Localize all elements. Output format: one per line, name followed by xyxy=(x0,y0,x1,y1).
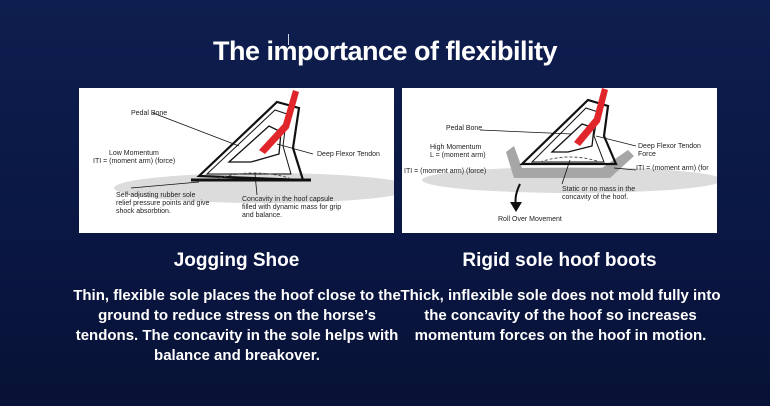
low-momentum-label: Low Momentum xyxy=(109,150,159,157)
rigid-boot-diagram: Pedal Bone High Momentum L = (moment arm… xyxy=(402,88,717,233)
pedal-bone-label: Pedal Bone xyxy=(446,125,483,132)
deep-flexor-tendon-label: Deep Flexor Tendon xyxy=(317,151,380,158)
roll-over-movement-label: Roll Over Movement xyxy=(498,216,562,223)
text-cursor-icon xyxy=(288,34,291,45)
moment-formula-right-label: ITI = (moment arm) (for xyxy=(636,165,709,172)
hoof-wall-outline xyxy=(519,98,618,166)
arrow-head-icon xyxy=(510,202,522,212)
flexor-tendon-shape xyxy=(259,90,299,154)
moment-formula-label: ITI = (moment arm) (force) xyxy=(93,158,176,165)
rigid-boot-description: Thick, inflexible sole does not mold ful… xyxy=(400,287,721,344)
jogging-shoe-heading: Jogging Shoe xyxy=(173,250,300,271)
ground-shadow xyxy=(114,173,394,203)
static-mass-label: Static or no mass in the concavity of th… xyxy=(562,186,636,201)
ground-shadow xyxy=(422,167,717,193)
slide-title: The importance of flexibility xyxy=(212,36,558,66)
l-formula-label: L = (moment arm) xyxy=(430,152,486,159)
rigid-boot-heading: Rigid sole hoof boots xyxy=(462,250,657,271)
hoof-illustration-rigid xyxy=(422,88,717,212)
rubber-sole-label: Self-adjusting rubber sole relief pressu… xyxy=(116,192,210,215)
deep-flexor-tendon-force-label: Deep Flexor Tendon Force xyxy=(638,143,701,158)
flexor-tendon-shape xyxy=(574,88,608,146)
pedal-bone-shape xyxy=(227,125,282,163)
concavity-label: Concavity in the hoof capsule filled wit… xyxy=(242,196,342,219)
moment-formula-label: ITI = (moment arm) (force) xyxy=(404,168,487,175)
jogging-shoe-description: Thin, flexible sole places the hoof clos… xyxy=(73,287,401,364)
concavity-line xyxy=(218,172,290,179)
jogging-shoe-diagram: Pedal Bone Low Momentum ITI = (moment ar… xyxy=(79,88,394,233)
rigid-boot-shape xyxy=(506,146,634,178)
concavity-line xyxy=(539,156,601,163)
pedal-bone-label: Pedal Bone xyxy=(131,110,168,117)
hoof-illustration-jogging xyxy=(114,90,394,203)
high-momentum-label: High Momentum xyxy=(430,144,482,151)
